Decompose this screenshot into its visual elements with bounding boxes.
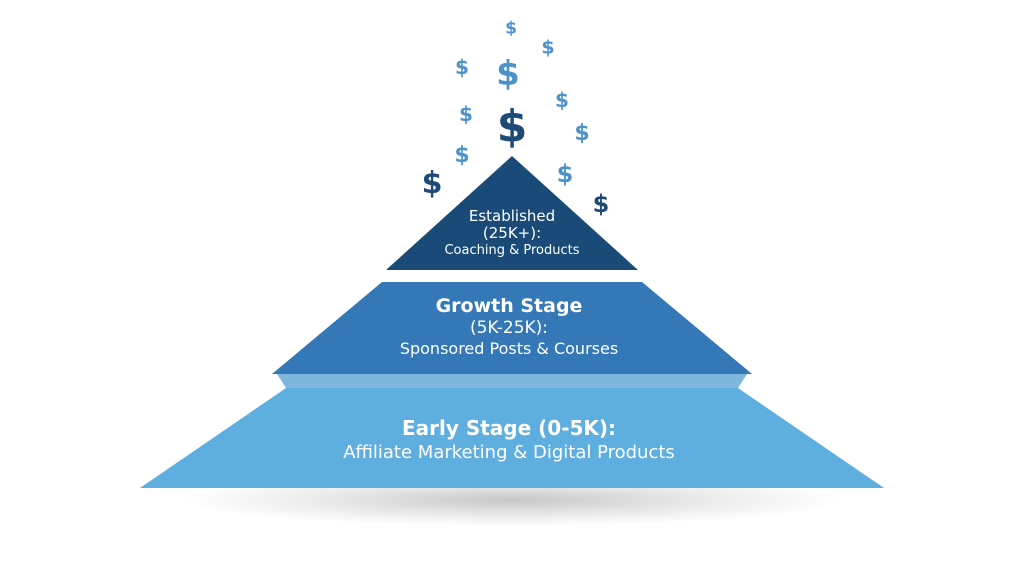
tier-middle-subtitle: Sponsored Posts & Courses <box>399 339 619 358</box>
tier-top-line3: Coaching & Products <box>444 243 580 258</box>
tier-bottom-subtitle: Affiliate Marketing & Digital Products <box>343 442 675 463</box>
dollar-icon: $ <box>454 143 470 168</box>
dollar-icon: $ <box>541 36 555 59</box>
tier-middle-title: Growth Stage <box>435 295 583 317</box>
dollar-icon: $ <box>455 55 469 79</box>
tier-bottom-label: Early Stage (0-5K): Affiliate Marketing … <box>343 415 675 464</box>
tier-middle-label: Growth Stage (5K-25K): Sponsored Posts &… <box>400 294 618 359</box>
tier-middle-shape <box>272 282 752 374</box>
tier-top-shape <box>386 156 638 270</box>
dollar-icon: $ <box>496 54 520 94</box>
dollar-icon: $ <box>496 101 528 152</box>
dollar-icon: $ <box>574 121 590 146</box>
tier-top-line1: Established <box>468 207 556 225</box>
tier-bottom-shape <box>140 388 884 488</box>
tier-top-line2: (25K+): <box>482 224 542 242</box>
tier-middle-range: (5K-25K): <box>469 318 549 338</box>
tier-bottom-title: Early Stage (0-5K): <box>401 416 617 440</box>
dollar-icon: $ <box>459 102 473 126</box>
dollar-icon: $ <box>555 88 569 112</box>
dollar-icon: $ <box>505 18 517 39</box>
dollar-icon: $ <box>592 190 610 218</box>
tier-top-label: Established (25K+): Coaching & Products <box>444 208 579 259</box>
dollar-icon: $ <box>556 160 574 188</box>
dollar-icon: $ <box>421 166 443 201</box>
tier-gap-band <box>277 374 747 388</box>
